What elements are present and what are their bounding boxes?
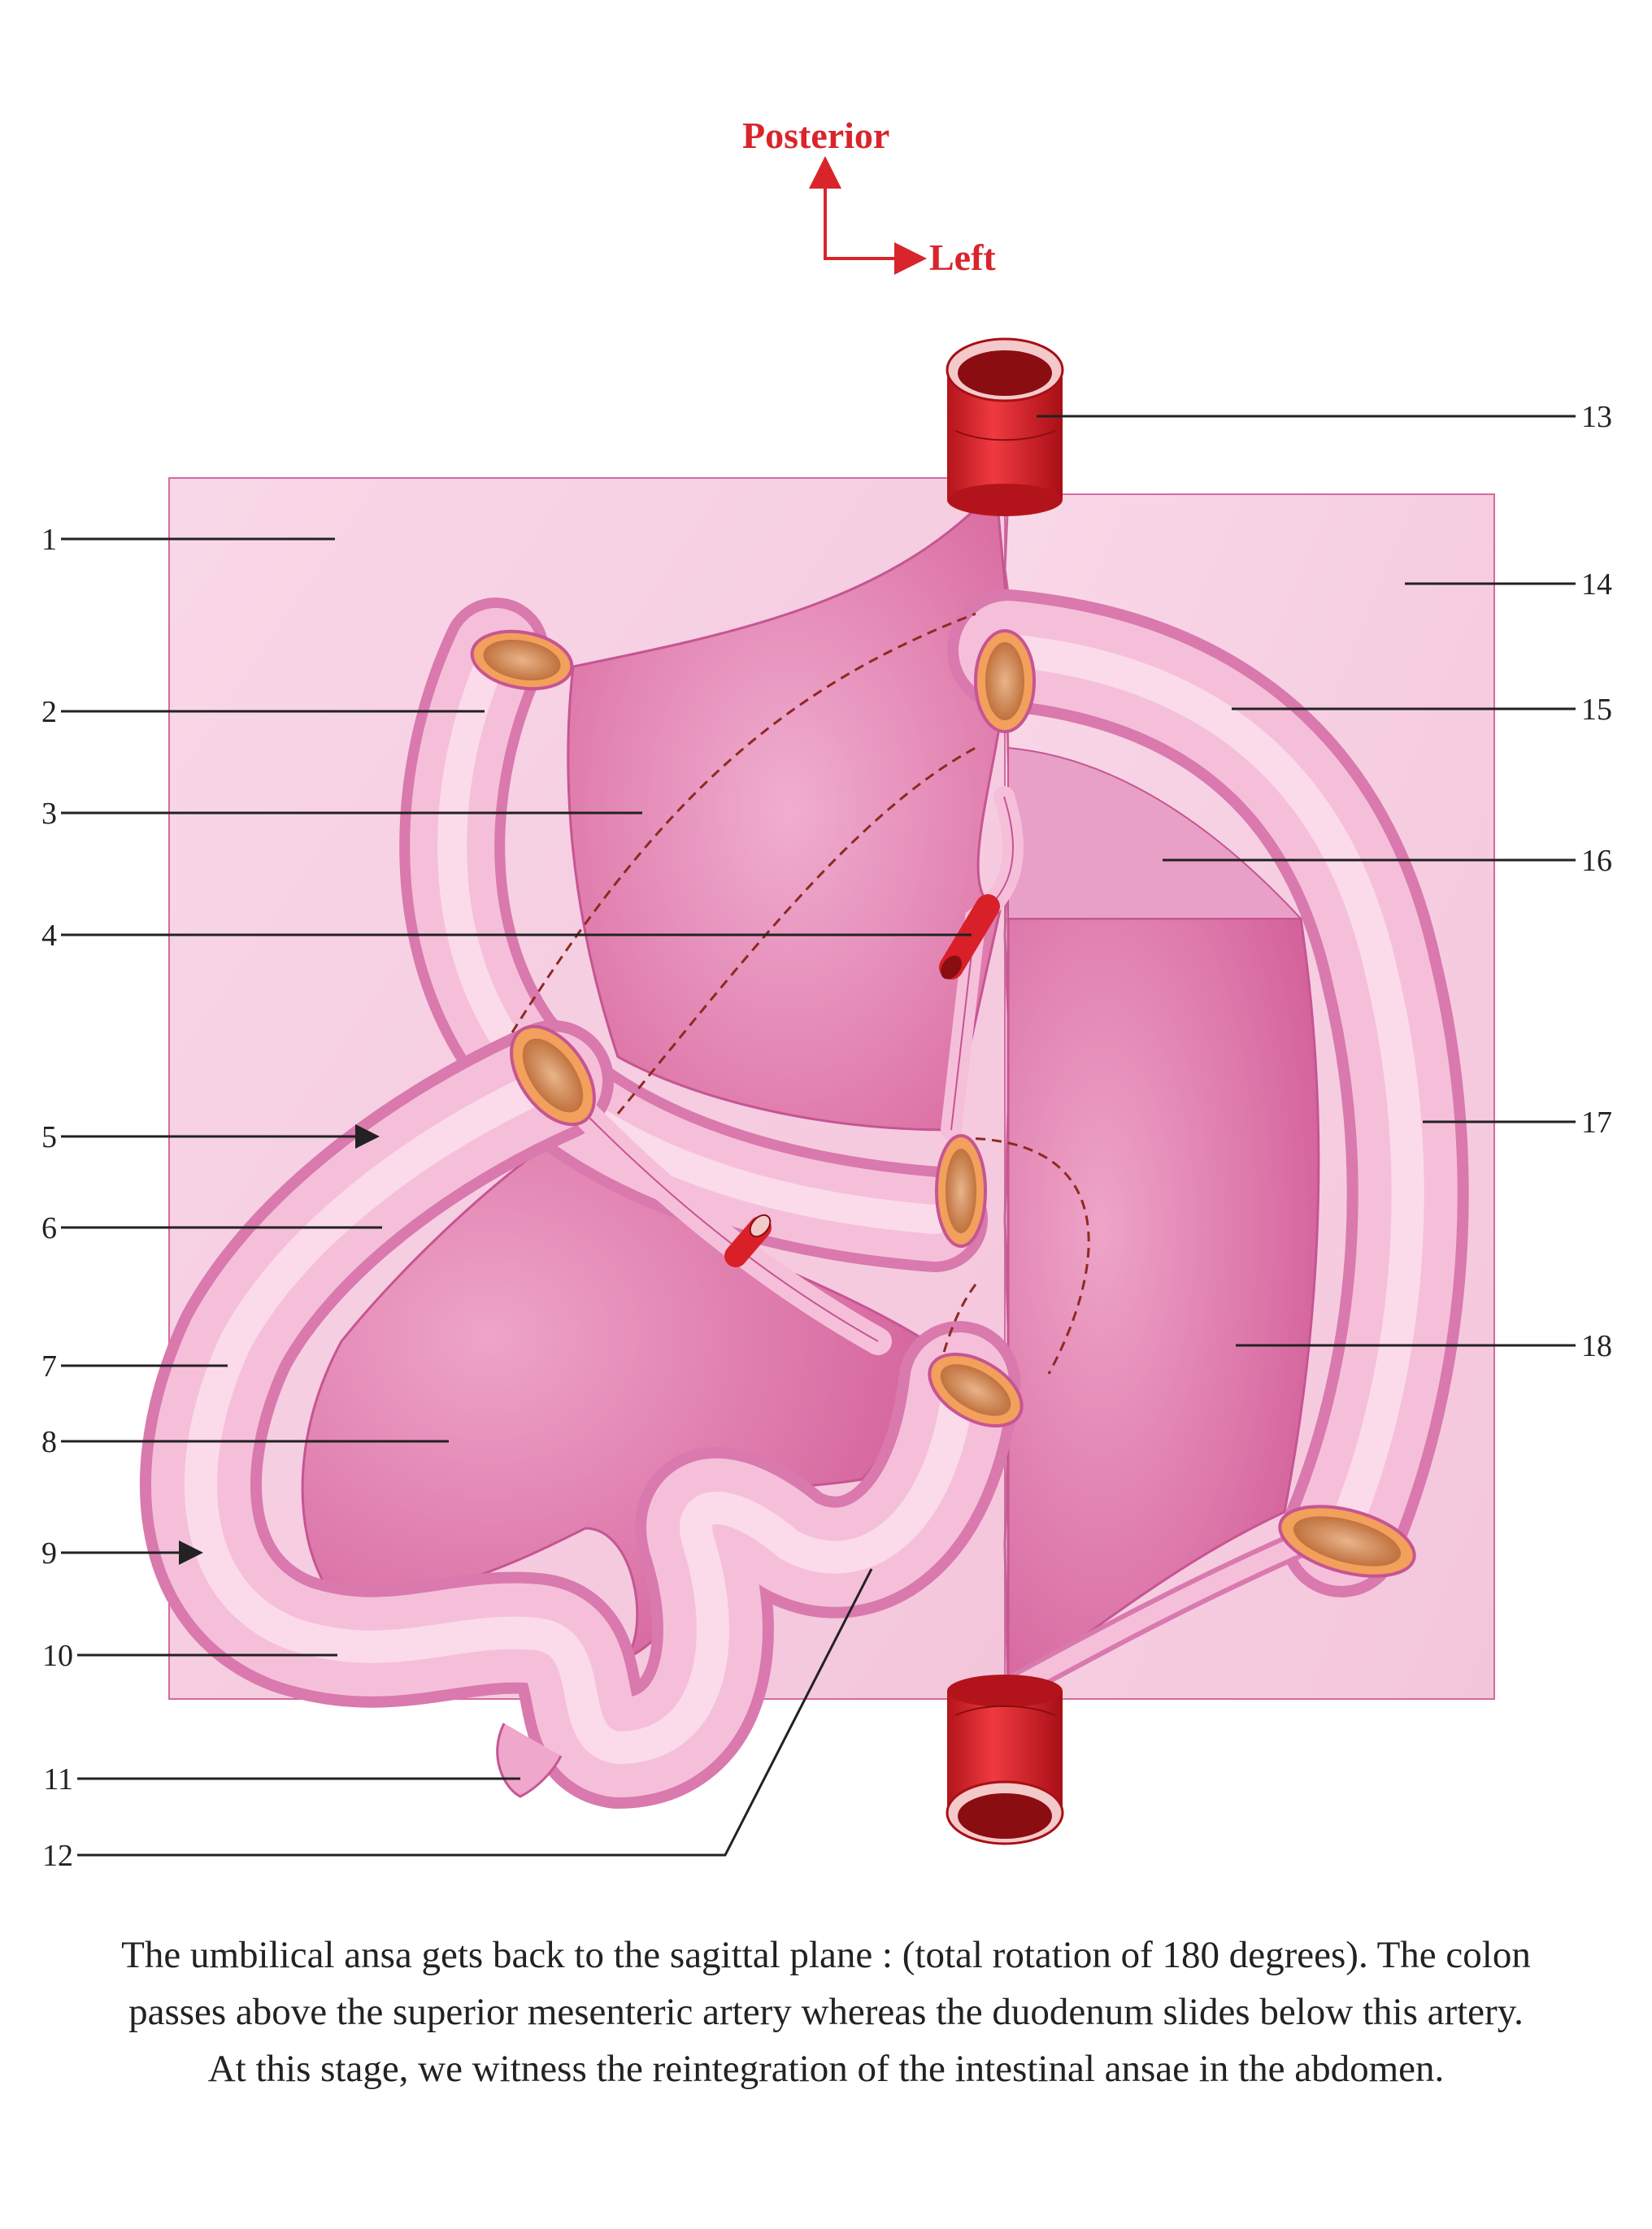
label-15: 15 (1581, 693, 1612, 727)
aorta-lower (946, 1675, 1064, 1845)
label-17: 17 (1581, 1106, 1612, 1140)
aorta-upper (946, 337, 1064, 516)
dashed-course-lines (511, 612, 1090, 1383)
orientation-posterior-label: Posterior (742, 115, 890, 156)
label-14: 14 (1581, 567, 1612, 602)
caption-line-3: At this stage, we witness the reintegrat… (207, 2048, 1445, 2090)
label-3: 3 (41, 797, 57, 831)
label-1: 1 (41, 523, 57, 557)
label-13: 13 (1581, 400, 1612, 434)
transverse-band (1007, 746, 1303, 919)
label-10: 10 (42, 1639, 73, 1673)
label-2: 2 (41, 695, 57, 729)
orientation-left-label: Left (929, 237, 996, 278)
label-11: 11 (43, 1762, 73, 1797)
label-18: 18 (1581, 1329, 1612, 1363)
leader-lines (61, 415, 1576, 1857)
label-8: 8 (41, 1425, 57, 1459)
figure-caption: The umbilical ansa gets back to the sagi… (33, 1927, 1619, 2097)
caption-line-1: The umbilical ansa gets back to the sagi… (121, 1934, 1531, 1976)
label-9: 9 (41, 1536, 57, 1571)
label-16: 16 (1581, 844, 1612, 878)
cut-lumens (470, 629, 1416, 1578)
right-mesentery (1006, 917, 1320, 1693)
caption-line-2: passes above the superior mesenteric art… (128, 1991, 1524, 2033)
label-7: 7 (41, 1349, 57, 1384)
label-12: 12 (42, 1839, 73, 1873)
mesenteric-artery-segments (724, 894, 1000, 1267)
label-5: 5 (41, 1120, 57, 1154)
orientation-indicator (809, 156, 927, 275)
label-4: 4 (41, 919, 57, 953)
label-6: 6 (41, 1211, 57, 1245)
